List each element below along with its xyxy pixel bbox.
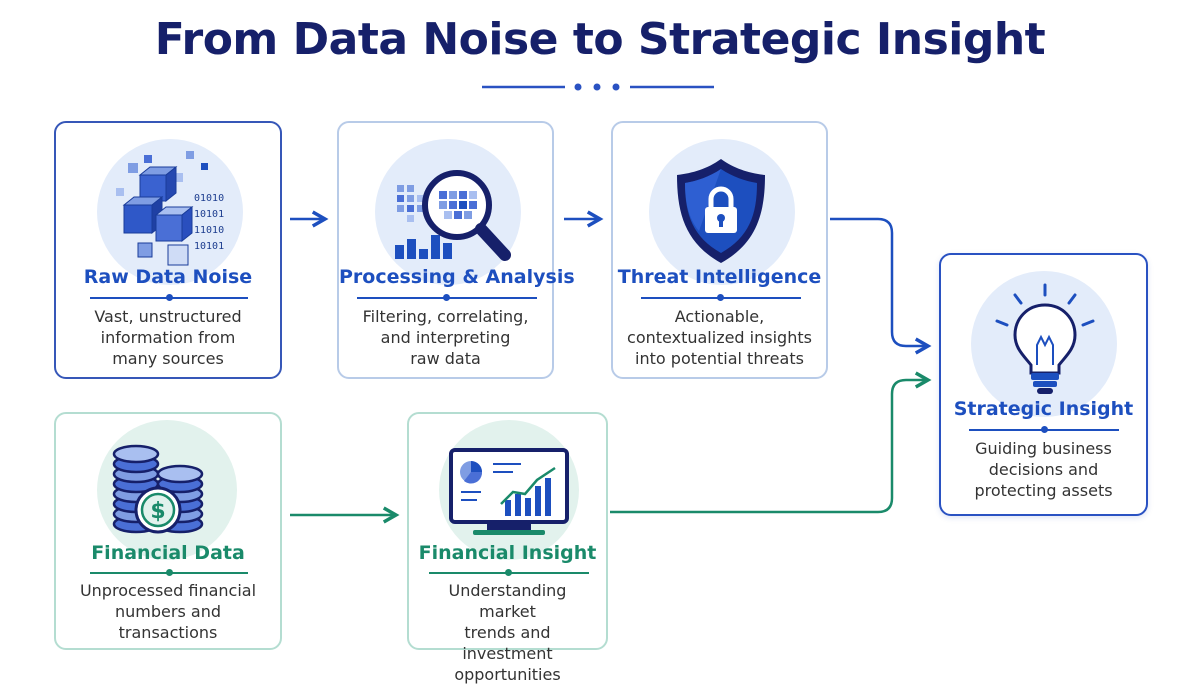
binary-line-3: 11010	[194, 225, 224, 236]
coin-currency-symbol: $	[150, 499, 165, 524]
binary-line-4: 10101	[194, 241, 224, 252]
magnifier-chart-icon	[395, 170, 511, 261]
lightbulb-icon	[995, 283, 1095, 394]
processing-title: Processing & Analysis	[339, 266, 575, 288]
raw-description: Vast, unstructured information from many…	[94, 307, 242, 368]
strategic-description: Guiding business decisions and protectin…	[974, 439, 1113, 500]
binary-line-2: 10101	[194, 209, 224, 220]
financial-insight-description: Understanding market trends and investme…	[448, 581, 567, 684]
binary-line-1: 01010	[194, 193, 224, 204]
page-title: From Data Noise to Strategic Insight	[154, 14, 1046, 65]
threat-title-dot	[717, 294, 724, 301]
monitor-chart-icon	[449, 448, 569, 535]
title-divider	[482, 83, 714, 91]
strategic-title-dot	[1041, 426, 1048, 433]
coin-stack-icon: $	[112, 444, 204, 534]
financial-data-title: Financial Data	[91, 542, 245, 564]
financial-insight-title: Financial Insight	[418, 542, 597, 564]
raw-title-dot	[166, 294, 173, 301]
data-cubes-icon: 01010 10101 11010 10101	[116, 151, 224, 266]
threat-title: Threat Intelligence	[617, 266, 822, 288]
card-raw-data-noise: 01010 10101 11010 10101 Raw Data Noise V…	[54, 121, 282, 379]
arrow-financial-insight-to-strategic	[610, 380, 928, 514]
card-financial-insight: Financial Insight Understanding market t…	[407, 412, 608, 684]
arrow-threat-to-strategic	[830, 217, 928, 346]
card-strategic-insight: Strategic Insight Guiding business decis…	[939, 253, 1148, 516]
threat-description: Actionable, contextualized insights into…	[627, 307, 812, 368]
shield-lock-icon	[677, 159, 765, 263]
financial-data-title-dot	[166, 569, 173, 576]
card-financial-data: $ Financial Data Unprocessed financial n…	[54, 412, 282, 650]
raw-title: Raw Data Noise	[83, 266, 253, 288]
strategic-title: Strategic Insight	[953, 398, 1134, 420]
processing-title-dot	[443, 294, 450, 301]
financial-data-description: Unprocessed financial numbers and transa…	[79, 581, 257, 642]
processing-description: Filtering, correlating, and interpreting…	[362, 307, 529, 368]
card-threat-intelligence: Threat Intelligence Actionable, contextu…	[611, 121, 828, 379]
financial-insight-title-dot	[505, 569, 512, 576]
card-processing-analysis: Processing & Analysis Filtering, correla…	[337, 121, 575, 379]
